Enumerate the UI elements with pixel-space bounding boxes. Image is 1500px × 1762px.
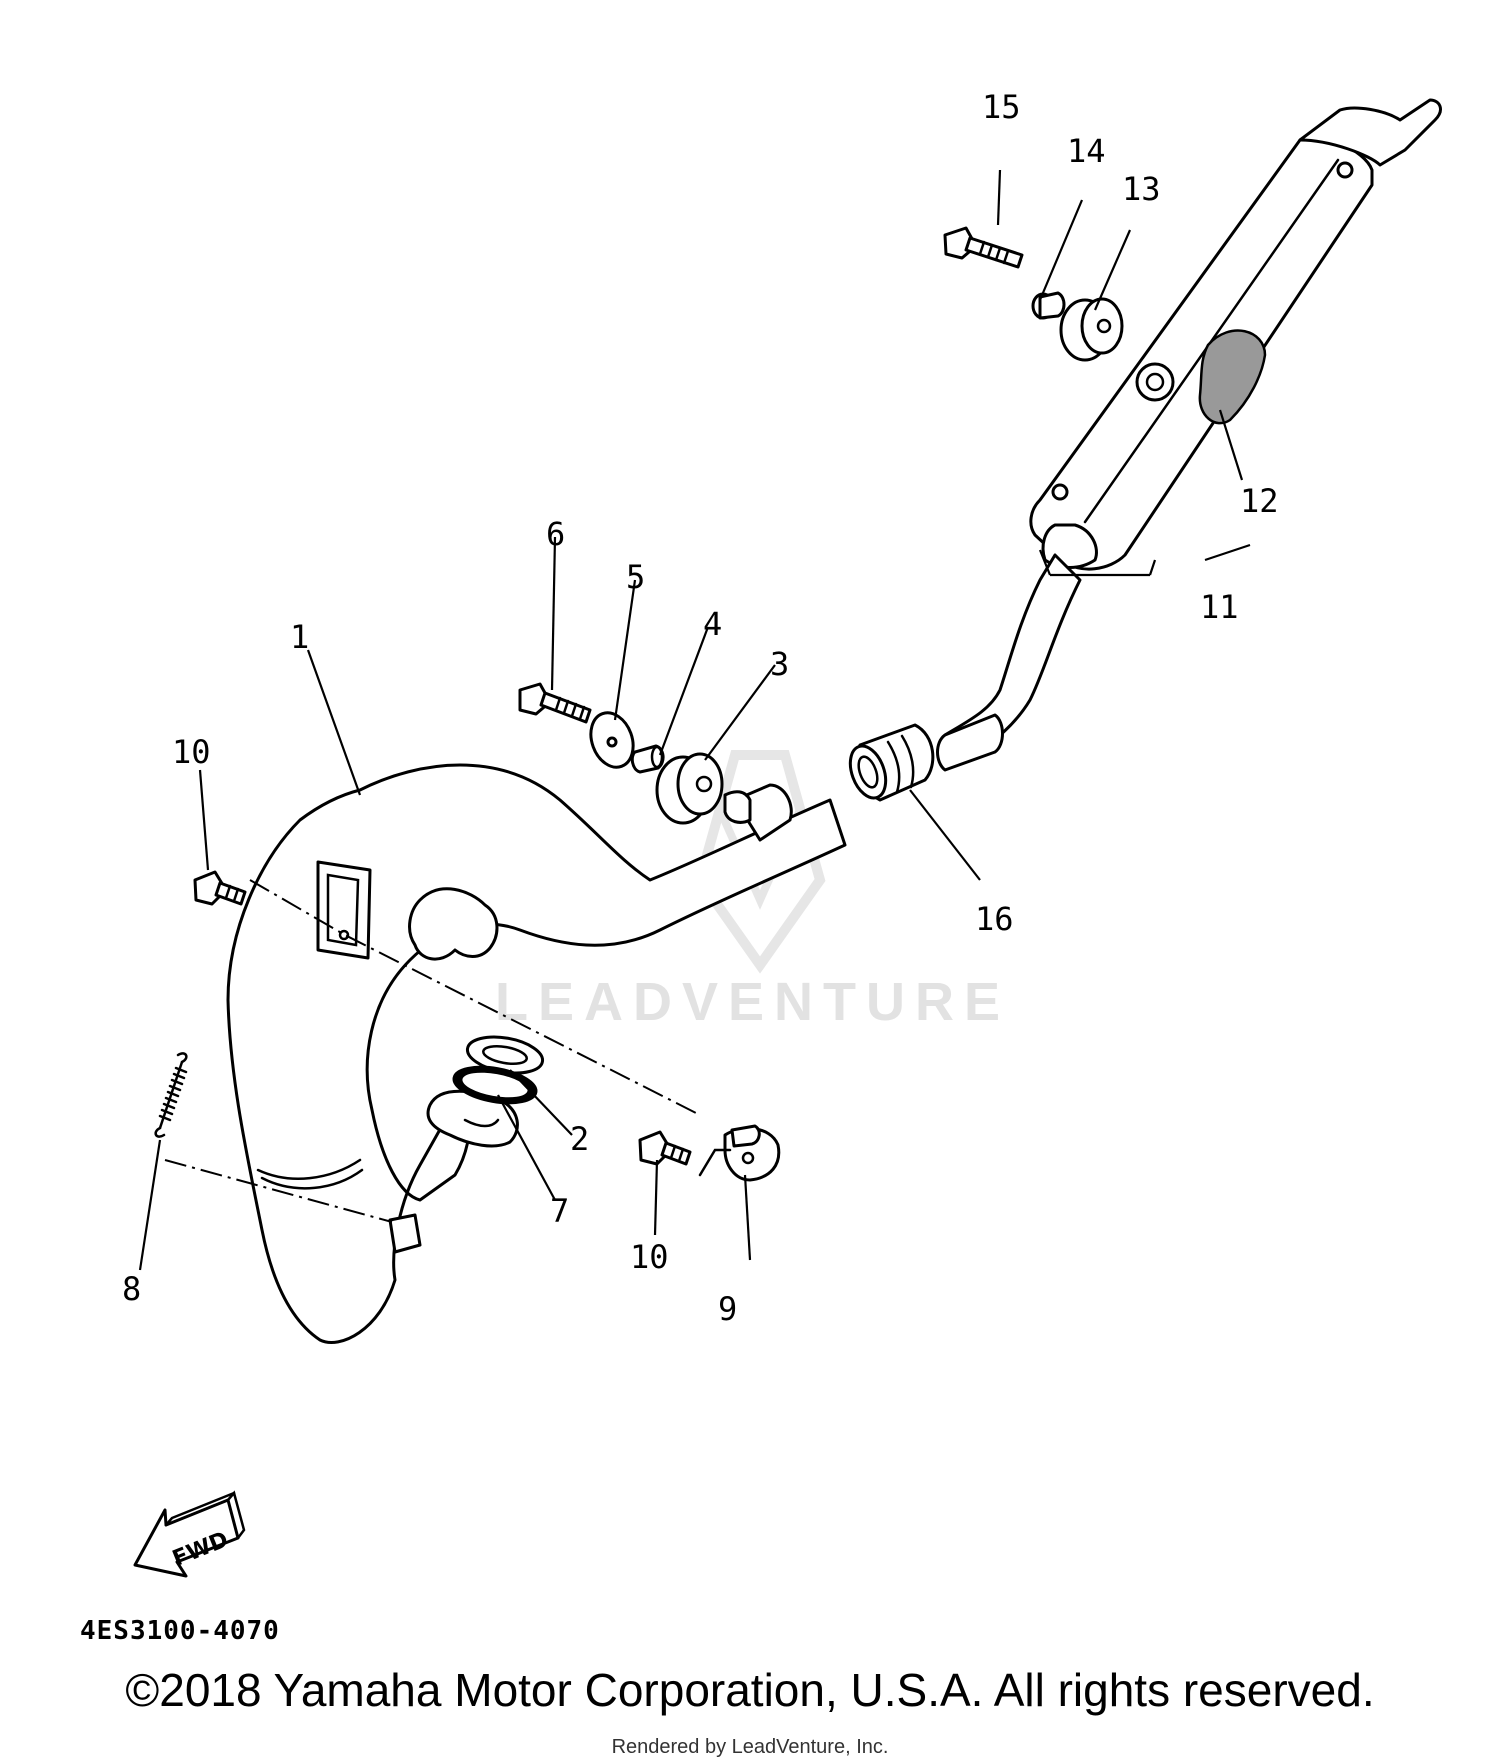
callout-12: 12 xyxy=(1240,482,1279,520)
diagram-code: 4ES3100-4070 xyxy=(80,1616,280,1646)
callout-8: 8 xyxy=(122,1270,141,1308)
callout-16: 16 xyxy=(975,900,1014,938)
callout-labels: 1 2 3 4 5 6 7 8 9 10 10 11 12 13 14 15 1… xyxy=(122,88,1279,1328)
callout-2: 2 xyxy=(570,1120,589,1158)
rendered-by-text: Rendered by LeadVenture, Inc. xyxy=(611,1736,889,1758)
joint-part-16 xyxy=(848,723,935,802)
bolt-part-15 xyxy=(943,226,1024,269)
callout-11: 11 xyxy=(1200,588,1239,626)
callout-10-upper: 10 xyxy=(172,733,211,771)
callout-1: 1 xyxy=(290,618,309,656)
forward-direction-arrow: FWD xyxy=(133,1490,246,1578)
callout-15: 15 xyxy=(982,88,1021,126)
bolt-part-6 xyxy=(518,682,592,724)
bracket-part-9 xyxy=(698,1124,781,1182)
callout-3: 3 xyxy=(770,645,789,683)
watermark-text: LEADVENTURE xyxy=(495,972,1010,1032)
silencer-part-11 xyxy=(936,98,1442,772)
callout-14: 14 xyxy=(1067,132,1106,170)
callout-4: 4 xyxy=(703,605,722,643)
leader-lines xyxy=(138,169,1251,1271)
leadventure-watermark: LEADVENTURE xyxy=(495,750,1010,1032)
callout-13: 13 xyxy=(1122,170,1161,208)
collar-part-14 xyxy=(1031,291,1066,320)
collar-part-4 xyxy=(630,744,665,774)
bolt-part-10-lower xyxy=(638,1130,692,1166)
center-lines xyxy=(164,879,701,1223)
expansion-chamber-part-1 xyxy=(226,763,847,1344)
gasket-part-2 xyxy=(465,1035,545,1075)
callout-6: 6 xyxy=(546,515,565,553)
callout-10-lower: 10 xyxy=(630,1238,669,1276)
bolt-part-10-upper xyxy=(193,870,247,906)
damper-part-13 xyxy=(1059,297,1124,362)
spring-part-8 xyxy=(154,1052,188,1138)
damper-part-3 xyxy=(655,752,724,825)
callout-7: 7 xyxy=(550,1192,569,1230)
callout-5: 5 xyxy=(626,558,645,596)
insulation-part-12 xyxy=(1198,329,1267,425)
callout-9: 9 xyxy=(718,1290,737,1328)
copyright-notice: ©2018 Yamaha Motor Corporation, U.S.A. A… xyxy=(125,1664,1375,1716)
washer-part-5 xyxy=(589,711,635,769)
